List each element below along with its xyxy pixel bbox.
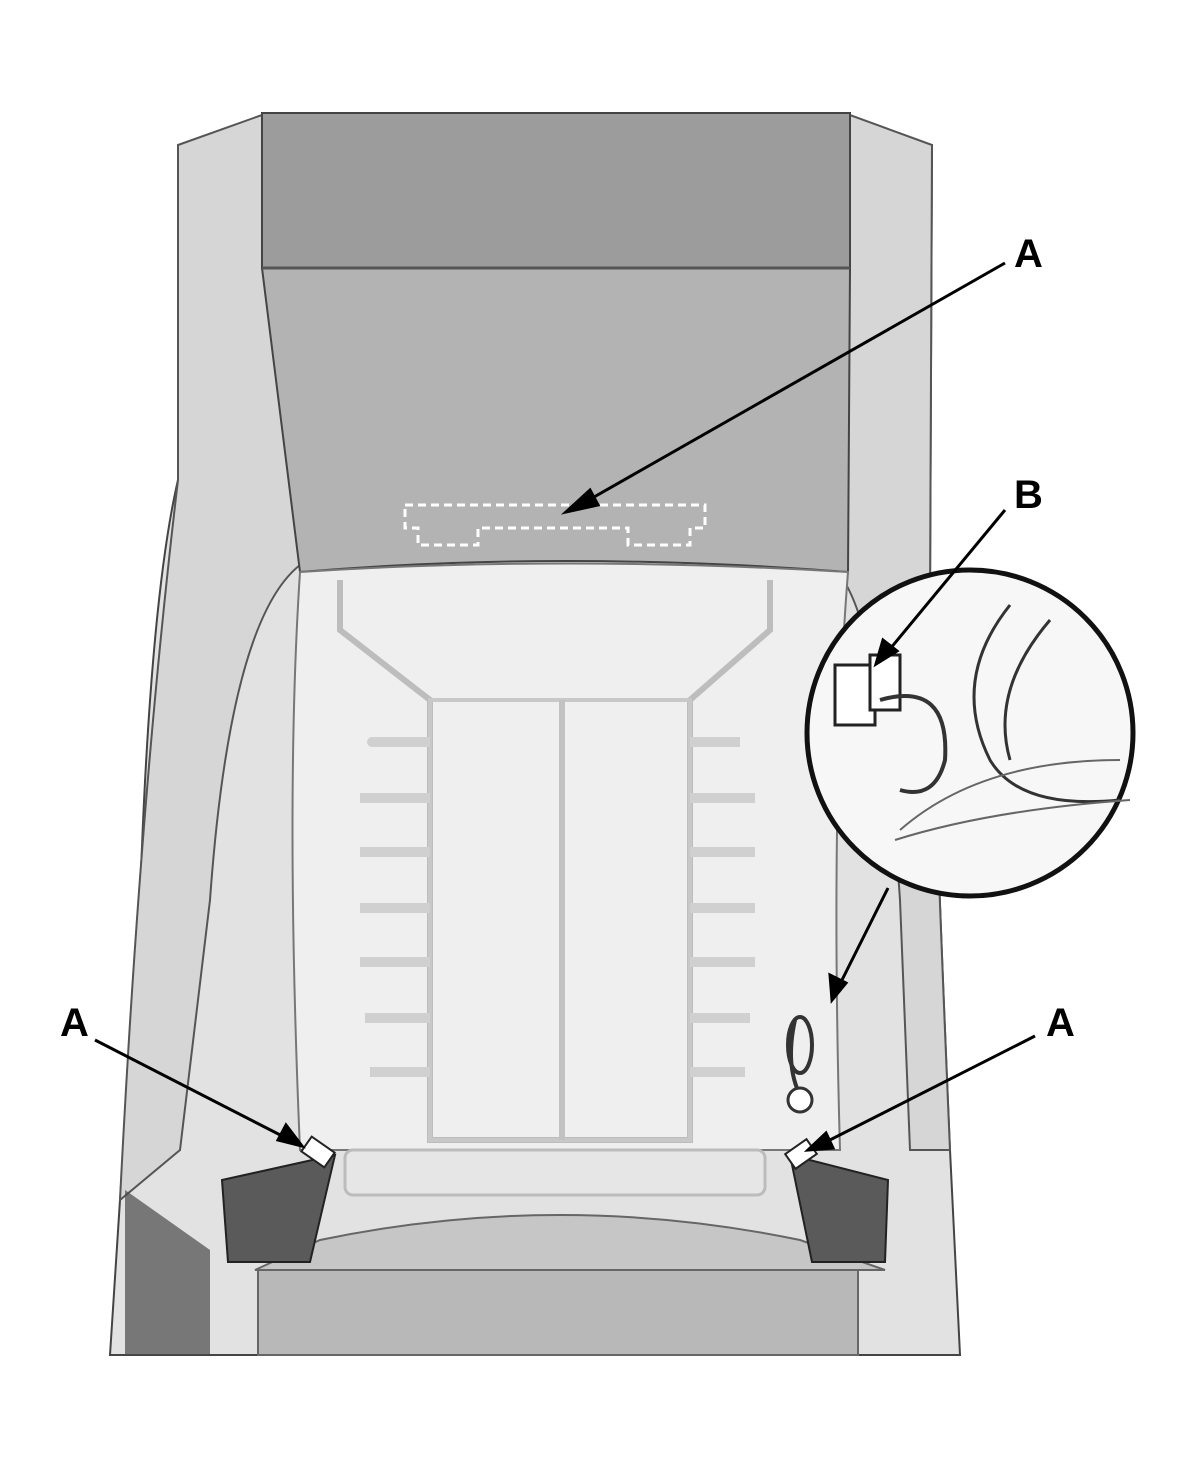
headrest-lower xyxy=(260,267,852,574)
cushion-front xyxy=(257,1269,859,1356)
headrest xyxy=(260,112,852,574)
seat-cushion xyxy=(254,1214,886,1356)
callout-a-left: A xyxy=(60,1001,89,1045)
left-side-plate xyxy=(125,1190,210,1355)
callout-a-right: A xyxy=(1046,1001,1075,1045)
hidden-clip-outline xyxy=(403,503,707,547)
detail-circle xyxy=(804,567,1136,899)
headrest-top xyxy=(261,112,851,269)
left-clip-marker xyxy=(299,1135,337,1169)
left-bolster xyxy=(118,113,302,1203)
frame-lower-bar xyxy=(343,1148,767,1197)
harness-connector xyxy=(786,1015,814,1114)
detail-circle-b xyxy=(804,567,1136,899)
springs-left xyxy=(360,736,430,1077)
callout-a-top: A xyxy=(1014,232,1043,276)
callout-b: B xyxy=(1014,473,1043,517)
leader-lines xyxy=(94,261,1036,1152)
cushion-top xyxy=(254,1214,886,1271)
right-bracket xyxy=(788,1153,890,1263)
left-bracket xyxy=(220,1153,337,1263)
seat-frame xyxy=(291,562,850,1197)
springs-right xyxy=(690,737,755,1077)
